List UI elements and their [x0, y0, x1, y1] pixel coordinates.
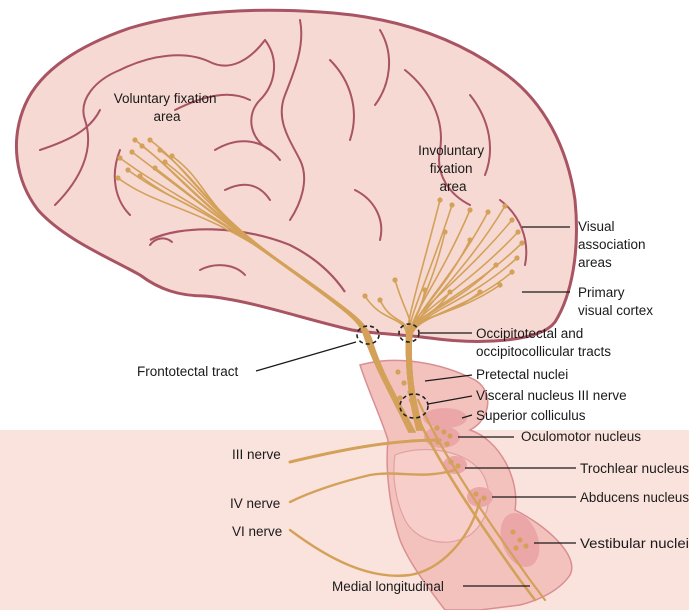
temporal-lobe-outline — [149, 228, 346, 293]
label-voluntary-fixation: Voluntary fixation area — [114, 91, 221, 124]
vestibular-terminal — [517, 537, 523, 543]
label-medial-longitudinal: Medial longitudinal — [332, 579, 444, 594]
pretectal-terminal — [407, 389, 413, 395]
abducens-terminal — [481, 495, 487, 501]
occipital-fiber-terminal — [509, 217, 515, 223]
occipital-fiber — [409, 239, 471, 431]
occipital-fiber-terminal — [442, 229, 448, 235]
frontal-fiber — [171, 155, 412, 433]
trochlear-terminal — [455, 463, 461, 469]
occipital-fiber-terminal — [362, 293, 368, 299]
abducens-nucleus — [467, 487, 493, 507]
medial-longitudinal-fasciculus-2 — [416, 398, 547, 602]
frontal-fiber-terminal — [125, 167, 131, 173]
label-abducens-nucleus: Abducens nucleus — [580, 490, 689, 505]
label-trochlear-nucleus: Trochlear nucleus — [580, 461, 689, 476]
label-superior-colliculus: Superior colliculus — [476, 408, 586, 423]
visceral-nucleus-marker — [399, 393, 429, 419]
occipital-fiber-terminal — [485, 209, 491, 215]
leader-visceral — [427, 395, 473, 405]
brainstem-background — [0, 430, 689, 610]
occipital-fiber-terminal — [377, 297, 383, 303]
cranial-nerves — [288, 398, 547, 602]
leader-frontotectal — [255, 341, 357, 372]
occipital-fiber-terminal — [493, 262, 499, 268]
vestibular-terminal — [510, 529, 516, 535]
occipital-fiber-terminal — [515, 229, 521, 235]
labels: Voluntary fixation area Involuntary fixa… — [114, 91, 689, 594]
tract-markers — [356, 323, 429, 419]
occipital-fiber-terminal — [467, 207, 473, 213]
leader-pretectal — [424, 374, 473, 382]
frontal-fiber-terminal — [162, 159, 168, 165]
frontal-fiber-terminal — [169, 153, 175, 159]
occipital-fiber-terminal — [422, 287, 428, 293]
frontal-fiber-terminal — [157, 147, 163, 153]
oculomotor-terminal — [447, 433, 453, 439]
occipital-fiber — [379, 299, 420, 431]
label-involuntary-fixation: Involuntary fixation area — [418, 143, 488, 194]
label-pretectal: Pretectal nuclei — [476, 367, 568, 382]
frontal-fiber-terminal — [152, 165, 158, 171]
label-primary-visual-cortex: Primary visual cortex — [578, 285, 653, 318]
occipital-fiber-terminal — [502, 203, 508, 209]
label-iii-nerve: III nerve — [232, 447, 281, 462]
leader-lines — [255, 226, 576, 587]
occipital-fiber-terminal — [514, 255, 520, 261]
frontal-fiber-terminal — [147, 137, 153, 143]
occipital-fiber-terminal — [447, 289, 453, 295]
abducens-terminal — [473, 491, 479, 497]
frontal-fiber — [164, 161, 416, 433]
frontal-fiber-terminal — [115, 175, 121, 181]
label-iv-nerve: IV nerve — [230, 496, 280, 511]
occipital-fiber-terminal — [392, 277, 398, 283]
oculomotor-terminal — [434, 425, 440, 431]
occipital-fiber-terminal — [449, 202, 455, 208]
iv-nerve-fiber — [288, 468, 457, 504]
label-vestibular-nuclei: Vestibular nuclei — [580, 536, 689, 551]
occipital-fiber-terminal — [467, 237, 473, 243]
occipitotectal-tract-marker — [398, 323, 420, 343]
label-occipitotectal: Occipitotectal and occipitocollicular tr… — [476, 326, 611, 359]
frontal-fiber-terminal — [137, 173, 143, 179]
cortical-sulci — [39, 19, 528, 276]
pretectal-terminal — [401, 380, 407, 386]
occipital-fiber-terminal — [509, 269, 515, 275]
frontotectal-tract-marker — [356, 325, 380, 345]
vi-nerve-fiber — [288, 498, 482, 577]
pons-bulge — [393, 449, 490, 543]
vestibular-terminal — [523, 543, 529, 549]
leader-superior-colliculus — [461, 414, 473, 419]
occipital-fiber — [410, 231, 446, 431]
label-oculomotor-nucleus: Oculomotor nucleus — [521, 429, 641, 444]
frontal-fiber-terminal — [139, 143, 145, 149]
cerebrum — [14, 8, 578, 343]
frontal-fiber-terminal — [132, 137, 138, 143]
iii-nerve-fiber — [288, 438, 442, 464]
label-vi-nerve: VI nerve — [232, 524, 282, 539]
occipital-fiber-terminal — [497, 282, 503, 288]
label-visceral-nucleus: Visceral nucleus III nerve — [476, 388, 627, 403]
oculomotor-terminal — [444, 441, 450, 447]
occipital-fiber — [407, 264, 497, 431]
pretectal-terminal — [395, 369, 401, 375]
fiber-tracts — [117, 139, 523, 433]
occipital-fiber-terminal — [519, 240, 525, 246]
medial-longitudinal-fasciculus — [408, 398, 537, 602]
occipital-fiber-terminal — [437, 197, 443, 203]
pretectal-terminal — [397, 395, 403, 401]
frontal-fiber-terminal — [117, 155, 123, 161]
label-frontotectal: Frontotectal tract — [137, 364, 239, 379]
superior-colliculus-nucleus — [423, 408, 467, 428]
occipital-fiber-terminal — [477, 289, 483, 295]
frontal-fiber-terminal — [129, 149, 135, 155]
label-visual-association: Visual association areas — [578, 219, 649, 270]
vestibular-terminal — [513, 545, 519, 551]
oculomotor-terminal — [441, 429, 447, 435]
